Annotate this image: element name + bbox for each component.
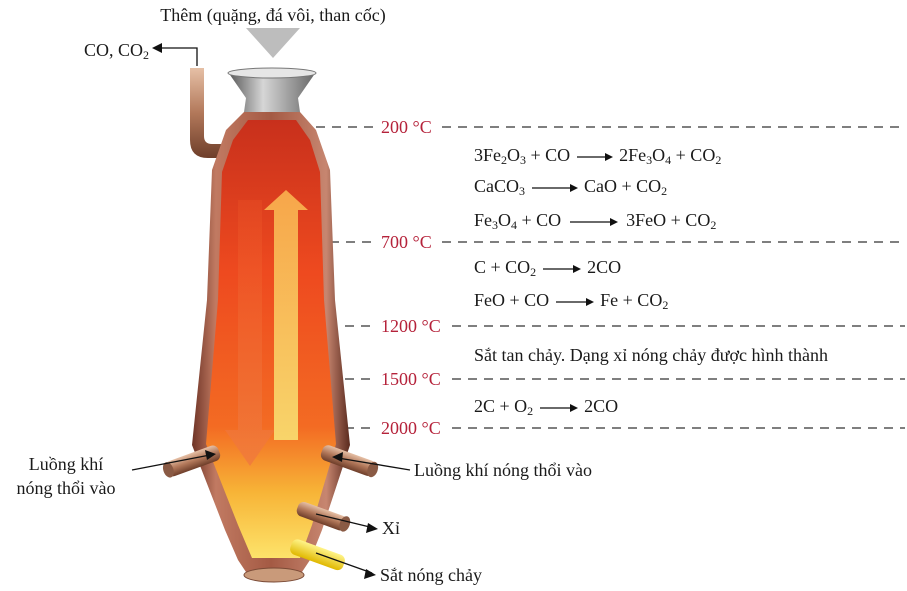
- left-inlet-label: Luồng khí nóng thổi vào: [0, 452, 132, 500]
- melting-note: Sắt tan chảy. Dạng xỉ nóng chảy được hìn…: [474, 345, 829, 365]
- temperature-lines: [300, 126, 905, 429]
- feed-label: Thêm (quặng, đá vôi, than cốc): [160, 5, 386, 25]
- exhaust-label-sub: 2: [143, 48, 150, 62]
- reaction-5: FeO + CO Fe + CO2: [474, 290, 669, 312]
- reaction-2: CaCO3 CaO + CO2: [474, 176, 668, 198]
- temp-1500: 1500 °C: [377, 370, 445, 388]
- temp-1200: 1200 °C: [377, 317, 445, 335]
- slag-label: Xỉ: [382, 518, 400, 538]
- right-inlet-label: Luồng khí nóng thổi vào: [414, 460, 592, 480]
- temp-200: 200 °C: [377, 118, 436, 136]
- descending-charge-arrow: [225, 200, 275, 466]
- exhaust-pipe: [190, 68, 234, 158]
- exhaust-label-main: CO, CO: [84, 40, 144, 60]
- reaction-4: C + CO2 2CO: [474, 257, 622, 279]
- reaction-arrow-icon: [542, 264, 581, 273]
- temp-700: 700 °C: [377, 233, 436, 251]
- reaction-6: 2C + O2 2CO: [474, 396, 619, 418]
- rising-gas-arrow: [264, 190, 308, 440]
- reaction-1: 3Fe2O3 + CO 2Fe3O4 + CO2: [474, 145, 722, 167]
- reaction-3: Fe3O4 + CO 3FeO + CO2: [474, 210, 717, 232]
- hot-zone: [206, 120, 336, 558]
- reaction-arrow-icon: [576, 152, 613, 161]
- reaction-arrow-icon: [555, 297, 594, 306]
- iron-outlet: [290, 539, 345, 571]
- molten-iron-label: Sắt nóng chảy: [380, 565, 482, 585]
- right-tuyere: [320, 445, 379, 478]
- exhaust-label: CO, CO2: [84, 41, 149, 61]
- temp-2000: 2000 °C: [377, 419, 445, 437]
- reaction-arrow-icon: [531, 183, 578, 192]
- feed-hopper-icon: [246, 28, 300, 58]
- left-inlet-label-line1: Luồng khí: [28, 454, 104, 474]
- left-inlet-label-line2: nóng thổi vào: [16, 478, 116, 498]
- reaction-arrow-icon: [539, 403, 578, 412]
- top-funnel: [228, 72, 316, 112]
- label-arrows: [131, 47, 411, 574]
- reaction-arrow-icon: [569, 217, 618, 226]
